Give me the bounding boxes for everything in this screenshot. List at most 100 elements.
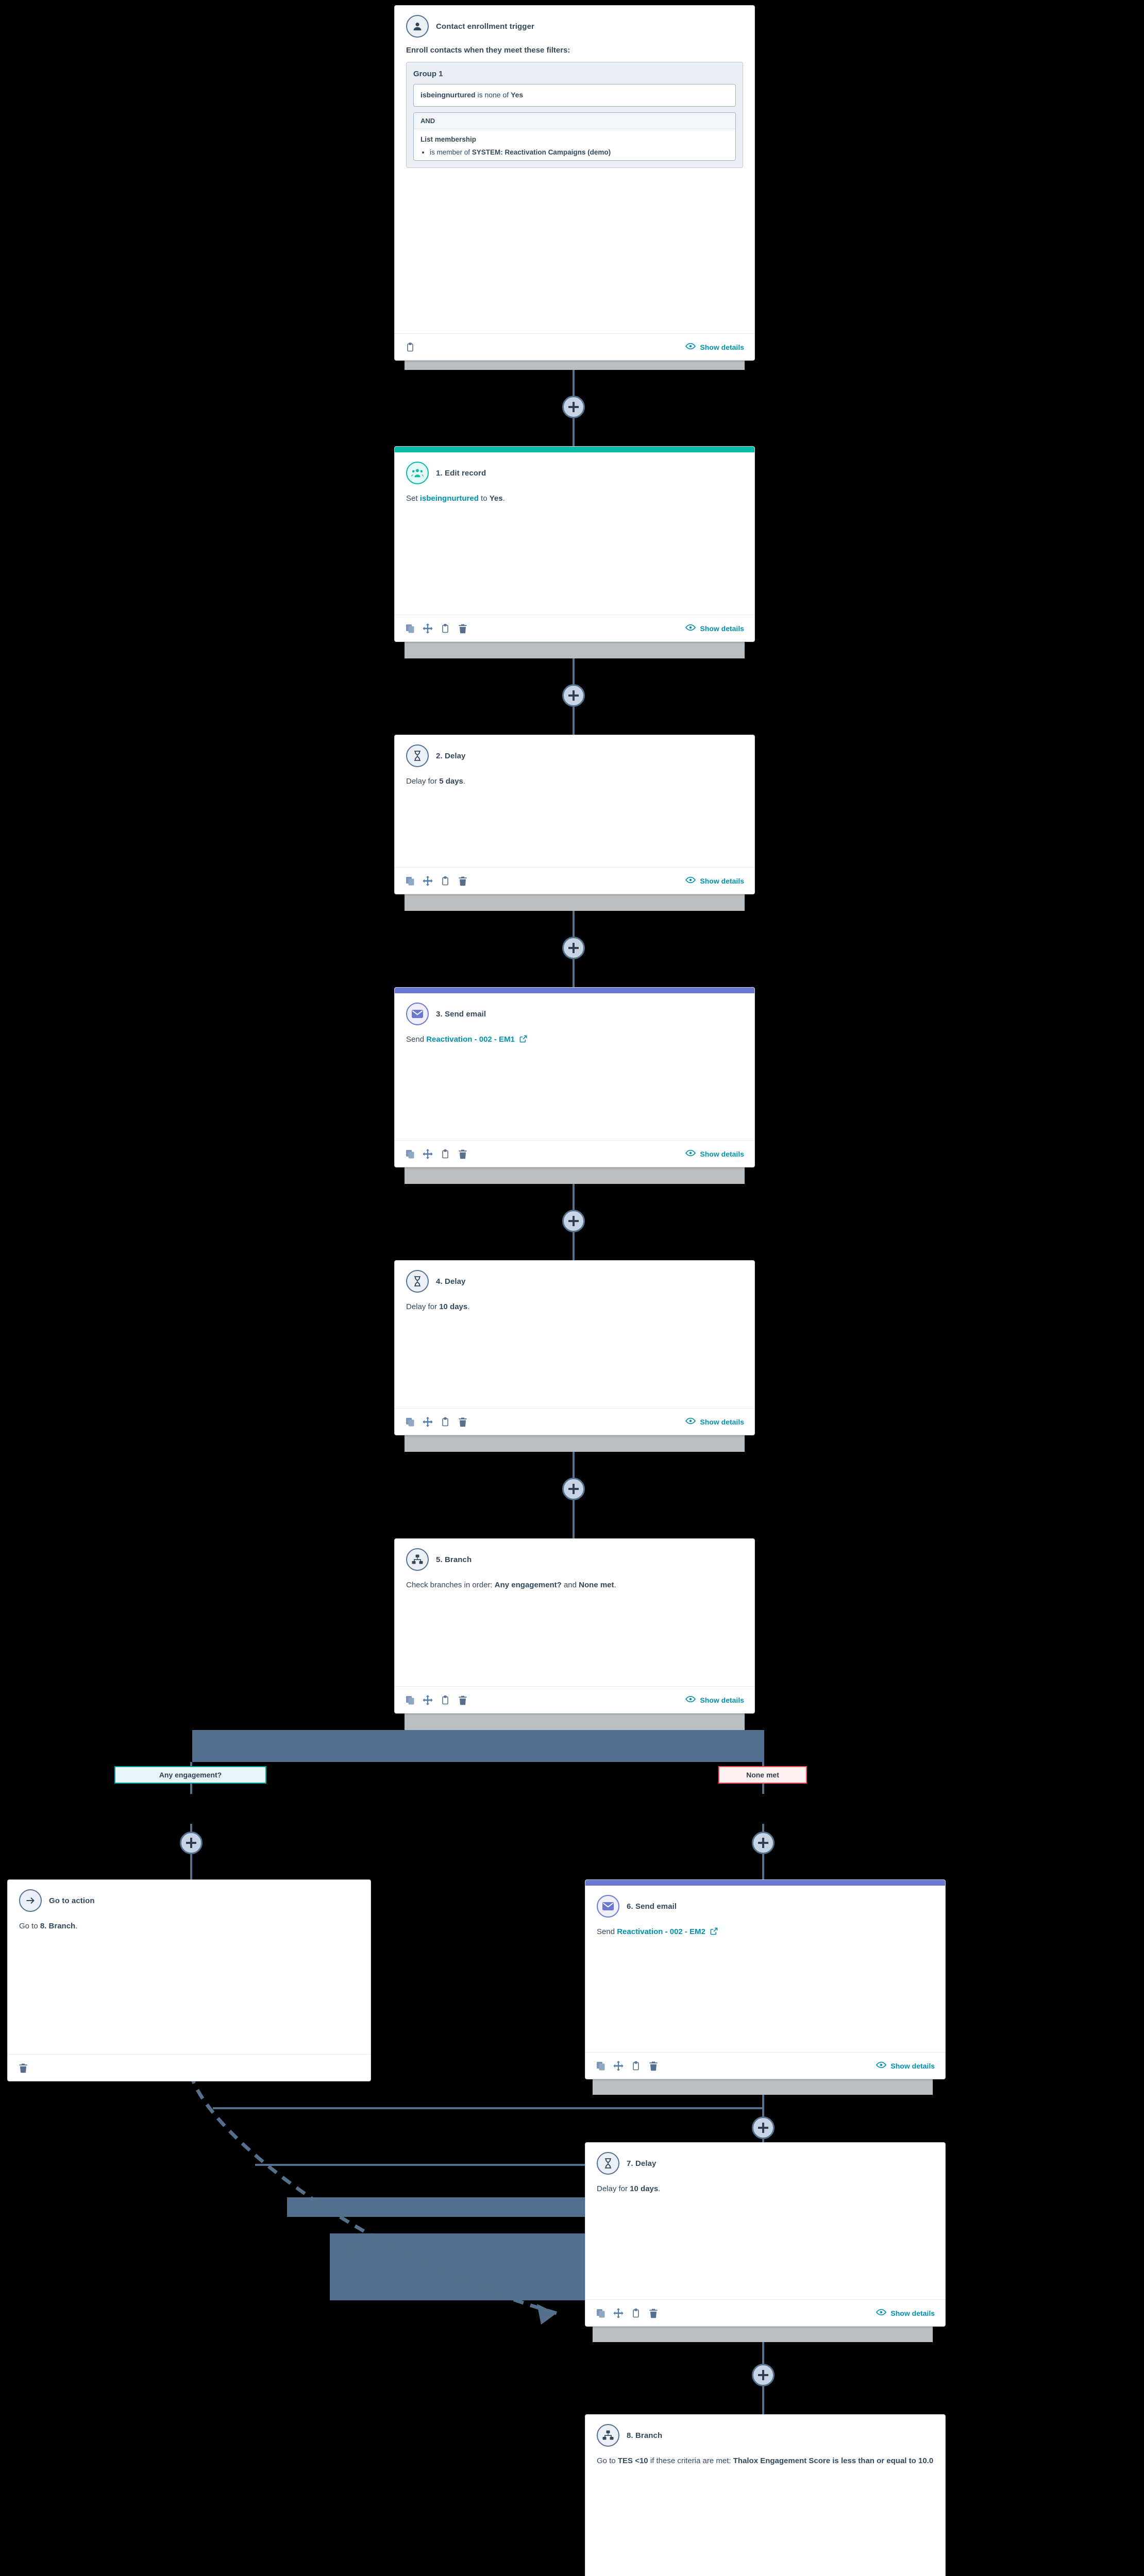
add-step-button-after-3[interactable] xyxy=(562,1210,585,1232)
goto-branch8-header: Go to action xyxy=(19,1889,359,1912)
move-icon[interactable] xyxy=(423,1148,433,1159)
contact-enrollment-trigger-card[interactable]: Contact enrollment trigger Enroll contac… xyxy=(394,5,755,361)
copy-icon[interactable] xyxy=(405,876,415,886)
list-membership-items: is member of SYSTEM: Reactivation Campai… xyxy=(430,147,729,158)
move-icon[interactable] xyxy=(423,1416,433,1427)
show-details-button[interactable]: Show details xyxy=(685,1696,744,1704)
step-5-footer: Show details xyxy=(395,1686,754,1713)
show-details-button[interactable]: Show details xyxy=(685,1417,744,1426)
move-icon[interactable] xyxy=(423,623,433,634)
clipboard-icon[interactable] xyxy=(440,623,450,634)
step-4-title: 4. Delay xyxy=(436,1277,466,1286)
desc-mid: to xyxy=(478,494,490,503)
add-step-button-after-2[interactable] xyxy=(562,937,585,959)
add-step-button-after-4[interactable] xyxy=(562,1478,585,1500)
step-6-footer-icons xyxy=(596,2060,659,2071)
branch-label-none-met-5[interactable]: None met xyxy=(718,1766,807,1784)
clipboard-icon[interactable] xyxy=(440,1149,450,1159)
eye-icon xyxy=(685,1696,696,1704)
clipboard-icon[interactable] xyxy=(405,342,415,352)
step-6-header: 6. Send email xyxy=(597,1895,934,1918)
clipboard-icon[interactable] xyxy=(440,1417,450,1427)
card-accent-bar xyxy=(585,1880,945,1886)
step-2-delay-card[interactable]: 2. Delay Delay for 5 days. Show details xyxy=(394,735,755,894)
trigger-footer-icons xyxy=(405,342,415,352)
filter-property: isbeingnurtured xyxy=(420,91,476,99)
trash-icon[interactable] xyxy=(458,1417,468,1427)
goto-branch8-body: Go to action Go to 8. Branch. xyxy=(8,1880,371,2054)
envelope-icon xyxy=(406,1003,429,1025)
copy-icon[interactable] xyxy=(596,2061,606,2071)
copy-icon[interactable] xyxy=(405,1149,415,1159)
show-details-button[interactable]: Show details xyxy=(876,2061,935,2070)
show-details-button[interactable]: Show details xyxy=(685,1149,744,1158)
desc-mid: if these criteria are met: xyxy=(648,2456,733,2465)
clipboard-icon[interactable] xyxy=(440,1695,450,1705)
show-details-label: Show details xyxy=(700,343,744,351)
show-details-button[interactable]: Show details xyxy=(685,876,744,885)
step-2-description: Delay for 5 days. xyxy=(406,775,743,787)
desc-post: . xyxy=(658,2184,661,2193)
clipboard-icon[interactable] xyxy=(631,2308,641,2318)
desc-pre: Go to xyxy=(597,2456,618,2465)
move-icon[interactable] xyxy=(613,2060,624,2071)
property-link[interactable]: isbeingnurtured xyxy=(419,494,479,503)
trash-icon[interactable] xyxy=(648,2308,659,2318)
copy-icon[interactable] xyxy=(405,1417,415,1427)
email-link[interactable]: Reactivation - 002 - EM2 xyxy=(617,1927,705,1936)
step-2-title: 2. Delay xyxy=(436,751,466,760)
step-2-header: 2. Delay xyxy=(406,744,743,767)
external-link-icon[interactable] xyxy=(519,1035,527,1046)
step-1-edit-record-card[interactable]: 1. Edit record Set isbeingnurtured to Ye… xyxy=(394,446,755,642)
trash-icon[interactable] xyxy=(18,2063,28,2073)
add-step-button-after-1[interactable] xyxy=(562,684,585,707)
add-step-button-after-6[interactable] xyxy=(752,2116,775,2139)
trash-icon[interactable] xyxy=(458,1695,468,1705)
eye-icon xyxy=(685,343,696,351)
trash-icon[interactable] xyxy=(458,623,468,634)
filter-condition-1[interactable]: isbeingnurtured is none of Yes xyxy=(413,84,736,107)
goto-branch8-description: Go to 8. Branch. xyxy=(19,1920,359,1932)
move-icon[interactable] xyxy=(613,2308,624,2318)
copy-icon[interactable] xyxy=(405,1695,415,1705)
clipboard-icon[interactable] xyxy=(440,876,450,886)
arrow-right-icon xyxy=(19,1889,42,1912)
return-band-1 xyxy=(213,2107,764,2109)
add-step-button-b5-no[interactable] xyxy=(752,1832,775,1854)
step-6-send-email-card[interactable]: 6. Send email Send Reactivation - 002 - … xyxy=(585,1879,946,2079)
step-4-header: 4. Delay xyxy=(406,1270,743,1293)
move-icon[interactable] xyxy=(423,875,433,886)
step-1-title: 1. Edit record xyxy=(436,468,486,478)
eye-icon xyxy=(685,1417,696,1426)
trash-icon[interactable] xyxy=(458,1149,468,1159)
card-accent-bar xyxy=(395,988,754,993)
external-link-icon[interactable] xyxy=(710,1927,718,1939)
goto-branch8-footer xyxy=(8,2054,371,2081)
step-7-delay-card[interactable]: 7. Delay Delay for 10 days. Show details xyxy=(585,2142,946,2327)
step-1-header: 1. Edit record xyxy=(406,462,743,484)
show-details-button[interactable]: Show details xyxy=(876,2309,935,2317)
move-icon[interactable] xyxy=(423,1694,433,1705)
trash-icon[interactable] xyxy=(648,2061,659,2071)
step-5-branch-card[interactable]: 5. Branch Check branches in order: Any e… xyxy=(394,1538,755,1714)
add-step-button-b5-yes[interactable] xyxy=(180,1832,203,1854)
copy-icon[interactable] xyxy=(405,623,415,634)
show-details-button[interactable]: Show details xyxy=(685,624,744,633)
goto-target: 8. Branch xyxy=(40,1922,76,1930)
return-band-2 xyxy=(255,2164,765,2166)
add-step-button-after-trigger[interactable] xyxy=(562,396,585,418)
step-8-body: 8. Branch Go to TES <10 if these criteri… xyxy=(585,2415,945,2576)
email-link[interactable]: Reactivation - 002 - EM1 xyxy=(426,1035,515,1044)
branch-label-any-engagement[interactable]: Any engagement? xyxy=(114,1766,266,1784)
desc-value: 5 days xyxy=(439,777,463,786)
card-stack-shadow-3 xyxy=(405,1167,745,1184)
add-step-button-after-7[interactable] xyxy=(752,2364,775,2386)
trash-icon[interactable] xyxy=(458,876,468,886)
copy-icon[interactable] xyxy=(596,2308,606,2318)
step-4-delay-card[interactable]: 4. Delay Delay for 10 days. Show details xyxy=(394,1260,755,1435)
go-to-action-branch-8-card[interactable]: Go to action Go to 8. Branch. xyxy=(7,1879,371,2081)
step-3-send-email-card[interactable]: 3. Send email Send Reactivation - 002 - … xyxy=(394,987,755,1167)
step-8-branch-card[interactable]: 8. Branch Go to TES <10 if these criteri… xyxy=(585,2414,946,2576)
show-details-button[interactable]: Show details xyxy=(685,343,744,351)
clipboard-icon[interactable] xyxy=(631,2061,641,2071)
